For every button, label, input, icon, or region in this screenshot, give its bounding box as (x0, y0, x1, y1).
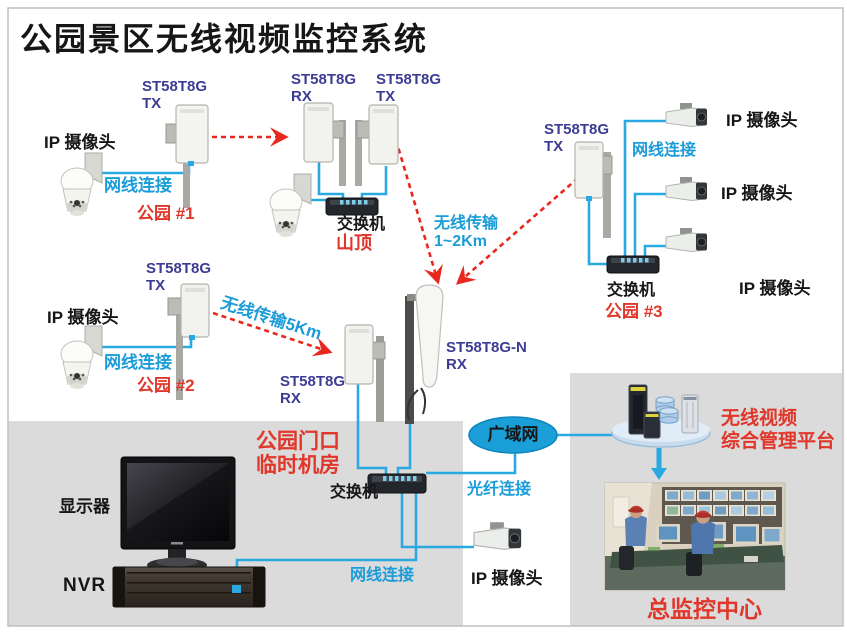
wireless-1-2km-line1: 无线传输 (434, 215, 499, 232)
gate-rx-model: ST58T8G (280, 373, 346, 390)
park1-antenna (165, 104, 209, 208)
gate-rx-label: ST58T8G RX (280, 373, 346, 408)
gate-site-label: 公园门口 临时机房 (256, 430, 340, 477)
wireless-1-2km-line2: 1~2Km (434, 232, 487, 250)
park3-bullet-camera-2 (665, 177, 707, 202)
gate-nrx-mode: RX (446, 355, 467, 373)
park1-cable-label: 网线连接 (104, 176, 172, 195)
control-center-label: 总监控中心 (647, 596, 762, 622)
park1-antenna-label: ST58T8G TX (142, 78, 208, 113)
gate-nrx-model: ST58T8G-N (446, 339, 527, 356)
gate-bullet-camera (473, 522, 522, 550)
park2-antenna-label: ST58T8G TX (146, 260, 212, 295)
wireless-park2-gate (212, 311, 333, 357)
hilltop-switch-label: 交换机 (337, 216, 386, 233)
platform-servers (611, 384, 711, 448)
gate-rx-mode: RX (280, 389, 301, 407)
wireless-1-2km-label: 无线传输 1~2Km (434, 215, 498, 251)
park3-camera1-label: IP 摄像头 (726, 111, 798, 130)
platform-to-center-arrow (651, 448, 667, 480)
gate-switch (367, 473, 427, 494)
hilltop-tx-label: ST58T8G TX (376, 71, 442, 106)
hilltop-dome-camera (269, 173, 312, 237)
network-cables (97, 119, 666, 586)
gate-rx-antenna (344, 324, 386, 422)
page-title: 公园景区无线视频监控系统 (20, 21, 429, 57)
park1-site-label: 公园 #1 (137, 204, 195, 223)
park2-antenna (167, 283, 210, 400)
gate-fiber-label: 光纤连接 (467, 481, 532, 498)
park2-antenna-model: ST58T8G (146, 260, 212, 277)
park3-bullet-camera-3 (665, 228, 707, 253)
control-room-photo (604, 482, 786, 591)
image-border (7, 7, 844, 627)
hilltop-antenna-pair (303, 102, 399, 186)
park2-camera-label: IP 摄像头 (47, 308, 119, 327)
hilltop-tx-model: ST58T8G (376, 71, 442, 88)
gate-camera-label: IP 摄像头 (471, 569, 543, 588)
gate-nrx-antenna (405, 284, 444, 424)
park3-camera3-label: IP 摄像头 (739, 279, 811, 298)
park2-antenna-mode: TX (146, 276, 166, 294)
park3-antenna-model: ST58T8G (544, 121, 610, 138)
park3-switch-label: 交换机 (607, 282, 656, 299)
wireless-hilltop-gate (394, 139, 443, 285)
park3-camera2-label: IP 摄像头 (721, 184, 793, 203)
park3-antenna-mode: TX (544, 137, 564, 155)
gate-site-line1: 公园门口 (256, 430, 340, 453)
park3-site-label: 公园 #3 (605, 302, 663, 321)
park2-dome-camera (60, 325, 103, 389)
park2-site-label: 公园 #2 (137, 376, 195, 395)
wan-label: 广域网 (487, 425, 539, 444)
gate-nvr-label: NVR (63, 575, 107, 596)
park1-antenna-model: ST58T8G (142, 78, 208, 95)
operator-1 (619, 505, 647, 570)
platform-label-line2: 综合管理平台 (721, 431, 836, 452)
gate-nvr (112, 566, 266, 608)
hilltop-site-label: 山顶 (336, 233, 372, 253)
wan-cloud (468, 416, 558, 454)
gate-monitor (120, 456, 236, 572)
gate-nrx-label: ST58T8G-N RX (446, 339, 527, 374)
wireless-links (212, 127, 579, 357)
park1-antenna-mode: TX (142, 94, 162, 112)
park3-cable-label: 网线连接 (632, 142, 697, 159)
park3-switch (606, 255, 660, 274)
park3-bullet-camera-1 (665, 103, 707, 128)
park3-antenna (574, 141, 613, 238)
park1-camera-label: IP 摄像头 (44, 133, 116, 152)
platform-label-line1: 无线视频 (721, 408, 798, 429)
park3-antenna-label: ST58T8G TX (544, 121, 610, 156)
hilltop-tx-mode: TX (376, 87, 396, 105)
hilltop-rx-mode: RX (291, 87, 312, 105)
park2-cable-label: 网线连接 (104, 353, 172, 372)
park1-dome-camera (60, 152, 103, 216)
hilltop-rx-label: ST58T8G RX (291, 71, 357, 106)
hilltop-switch (325, 197, 379, 216)
operator-2 (686, 510, 715, 576)
hilltop-rx-model: ST58T8G (291, 71, 357, 88)
gate-switch-label: 交换机 (330, 484, 379, 501)
gate-site-line2: 临时机房 (256, 453, 340, 477)
gate-cable-label: 网线连接 (350, 567, 415, 584)
gate-monitor-label: 显示器 (59, 497, 110, 516)
